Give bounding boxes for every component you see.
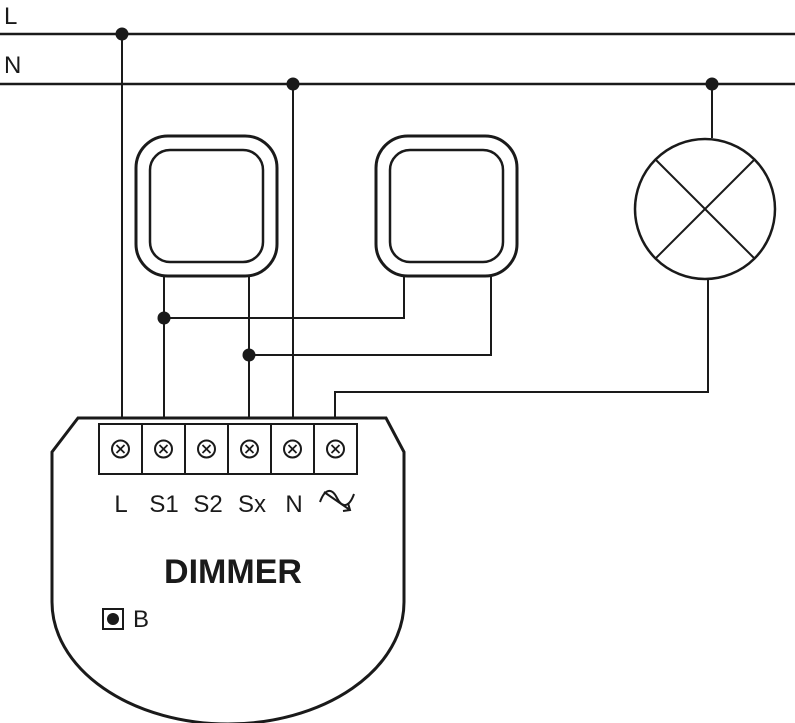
terminal-label-sx: Sx [238,491,266,518]
service-button-dot[interactable] [107,613,119,625]
junction-s1 [157,311,171,325]
lamp-cross-b [654,158,756,260]
wire-s1-to-switch-2 [164,276,405,319]
switch-2-key [388,148,505,264]
terminal-screw-s1 [154,439,173,459]
junction-neutral-n [286,77,300,91]
junction-sx [242,348,256,362]
supply-rails: L N [0,3,795,86]
dimmer-module: L S1 S2 Sx N DIMMER B [50,416,406,723]
terminal-screw-output [326,439,345,459]
terminal-screw-l [111,439,130,459]
dimmer-housing [50,416,406,723]
terminal-screw-n [283,439,302,459]
neutral-rail-label: N [4,52,21,79]
junction-live [115,27,129,41]
junctions [115,27,719,362]
lamp [633,137,777,281]
terminal-screw-s2 [197,439,216,459]
wires [121,34,713,418]
service-button-label: B [133,606,149,633]
push-button-switch-2 [374,134,519,278]
terminal-block [98,423,358,475]
junction-neutral-lamp [705,77,719,91]
terminal-label-s2: S2 [193,491,222,518]
wire-lamp-to-output [334,280,709,418]
live-rail-label: L [4,3,17,30]
terminal-screw-sx [240,439,259,459]
service-button[interactable] [102,608,124,630]
terminal-label-s1: S1 [149,491,178,518]
wire-sx-to-switch-2 [249,276,492,356]
switch-1-key [148,148,265,264]
dimmer-output-icon [319,490,355,512]
dimmer-title: DIMMER [164,553,302,591]
terminal-label-n: N [285,491,302,518]
terminal-label-l: L [114,491,127,518]
push-button-switch-1 [134,134,279,278]
